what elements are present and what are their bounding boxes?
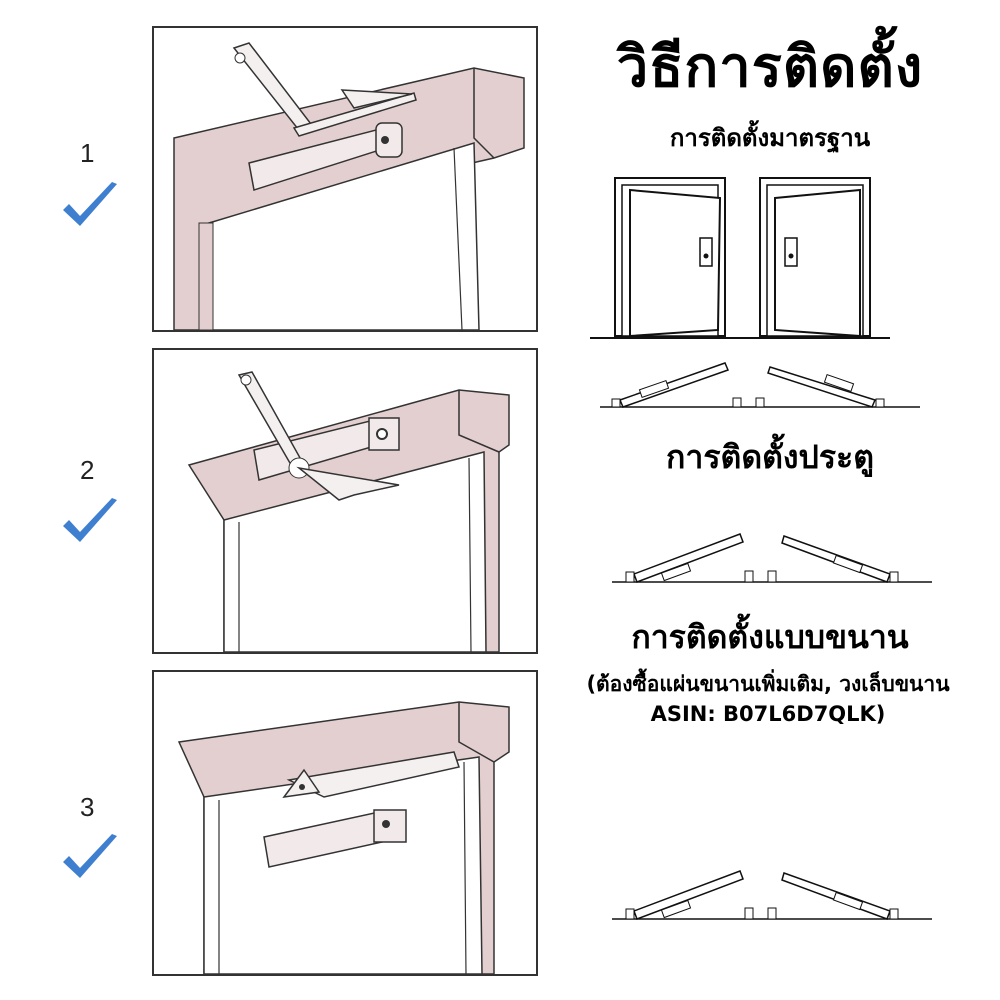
checkmark-icon bbox=[63, 182, 117, 226]
step-3-illustration bbox=[152, 670, 538, 976]
step-1-number: 1 bbox=[80, 138, 95, 168]
page-title: วิธีการติดตั้ง bbox=[616, 35, 924, 100]
parallel-installation-label: การติดตั้งแบบขนาน bbox=[631, 618, 909, 656]
parallel-bracket-note-line1: (ต้องซื้อแผ่นขนานเพิ่มเติม, วงเล็บขนาน bbox=[586, 672, 950, 696]
door-installation-label: การติดตั้งประตู bbox=[666, 438, 874, 476]
door-closer-icon bbox=[600, 362, 920, 408]
door-icon bbox=[590, 177, 890, 339]
checkmark-icon bbox=[63, 498, 117, 542]
door-closer-icon bbox=[612, 533, 932, 583]
step-2-illustration bbox=[152, 348, 538, 654]
door-closer-icon bbox=[612, 870, 932, 920]
checkmark-icon bbox=[63, 834, 117, 878]
step-3-number: 3 bbox=[80, 792, 95, 822]
standard-installation-label: การติดตั้งมาตรฐาน bbox=[669, 124, 871, 152]
step-2-number: 2 bbox=[80, 455, 95, 485]
parallel-bracket-note-line2: ASIN: B07L6D7QLK) bbox=[650, 702, 886, 726]
step-1-illustration bbox=[152, 26, 538, 332]
